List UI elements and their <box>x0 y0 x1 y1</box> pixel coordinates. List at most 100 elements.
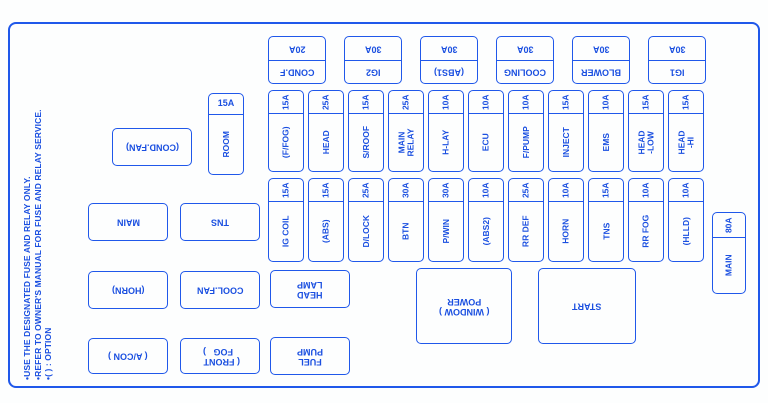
note-line: •REFER TO OWNER'S MANUAL FOR FUSE AND RE… <box>32 109 43 380</box>
fuse[interactable]: 15A HEAD -LOW <box>628 90 664 172</box>
relay-amp: 30A <box>592 44 610 54</box>
fuse[interactable]: 10A HORN <box>548 178 584 262</box>
fuse-name: TNS <box>600 223 611 240</box>
fuse-amp: 10A <box>640 182 651 198</box>
relay-main[interactable]: MAIN <box>88 203 168 241</box>
fuse-amp: 10A <box>480 94 491 110</box>
fuse[interactable]: 15A TNS <box>588 178 624 262</box>
fuse-amp: 25A <box>520 182 531 198</box>
relay-head-lamp[interactable]: HEAD LAMP <box>270 270 350 308</box>
fuse-amp: 30A <box>440 182 451 198</box>
fuse-amp: 25A <box>360 182 371 198</box>
fuse-name: F/PUMP <box>520 126 531 159</box>
fuse[interactable]: 25A MAIN RELAY <box>388 90 424 172</box>
relay-name: BLOWER <box>581 67 621 78</box>
fuse-amp: 10A <box>560 182 571 198</box>
relay-label: FUEL PUMP <box>296 347 323 367</box>
note-line: •( ) : OPTION <box>43 327 53 380</box>
fuse[interactable]: 10A RR FOG <box>628 178 664 262</box>
fuse-name: RR DEF <box>520 215 531 248</box>
relay-amp: 30A <box>668 44 686 54</box>
relay-name: IG2 <box>365 67 381 78</box>
usage-notes: •USE THE DESIGNATED FUSE AND RELAY ONLY.… <box>22 109 54 380</box>
fuse-amp: 15A <box>640 94 651 110</box>
fuse-name: HEAD -LOW <box>636 130 656 155</box>
relay-fuel-pump[interactable]: FUEL PUMP <box>270 337 350 375</box>
relay-label: ( WINDOW ) POWER <box>438 297 490 317</box>
fuse-name: S/ROOF <box>360 126 371 159</box>
relay-label: TNS <box>211 217 229 228</box>
fuse-amp: 80A <box>723 217 734 233</box>
fuse-amp: 25A <box>400 94 411 110</box>
relay-a-con[interactable]: ( A/CON ) <box>88 338 168 374</box>
fuse-name: (ABS2) <box>480 217 491 246</box>
relay-front-fog[interactable]: ( FRONT FOG ) <box>180 338 260 374</box>
relay-cool-fan[interactable]: COOL.FAN <box>180 271 260 309</box>
note-line: •USE THE DESIGNATED FUSE AND RELAY ONLY. <box>22 176 32 380</box>
relay-label: (COND.FAN) <box>125 142 179 153</box>
relay-name: COND.F <box>279 67 315 78</box>
relay-label: ( FRONT FOG ) <box>202 347 240 367</box>
relay-name: COOLING <box>504 67 546 78</box>
relay-tns[interactable]: TNS <box>180 203 260 241</box>
relay-amp: 30A <box>516 44 534 54</box>
fuse[interactable]: 15A(ABS) <box>308 178 344 262</box>
fuse-name: HEAD <box>320 130 331 155</box>
fuse-amp: 10A <box>680 182 691 198</box>
relay-2[interactable]: 30A (ABS1) <box>420 36 478 84</box>
fuse-name: RR FOG <box>640 214 651 249</box>
relay-label: (HORN) <box>111 285 145 296</box>
fuse[interactable]: 10A(HLLD) <box>668 178 704 262</box>
relay-name: (ABS1) <box>433 67 464 78</box>
fuse-name: MAIN RELAY <box>396 128 416 157</box>
fuse[interactable]: 30A BTN <box>388 178 424 262</box>
fuse-name: INJECT <box>560 127 571 158</box>
fuse-name: MAIN <box>723 254 734 277</box>
relay-4[interactable]: 30A BLOWER <box>572 36 630 84</box>
fuse-amp: 15A <box>280 182 291 198</box>
fuse-room[interactable]: 15A ROOM <box>208 93 244 175</box>
fuse-name: ECU <box>480 133 491 152</box>
fuse[interactable]: 10A F/PUMP <box>508 90 544 172</box>
relay-window-power[interactable]: ( WINDOW ) POWER <box>416 268 512 344</box>
relay-start[interactable]: START <box>538 268 636 344</box>
relay-name: IG1 <box>669 67 685 78</box>
fuse-amp: 10A <box>520 94 531 110</box>
fuse-name: BTN <box>400 222 411 241</box>
fuse-name: HEAD -HI <box>676 130 696 155</box>
fuse[interactable]: 10A(ABS2) <box>468 178 504 262</box>
fuse[interactable]: 15A INJECT <box>548 90 584 172</box>
fuse-name: HORN <box>560 218 571 245</box>
fuse-amp: 30A <box>400 182 411 198</box>
fuse[interactable]: 25A RR DEF <box>508 178 544 262</box>
fuse-amp: 15A <box>280 94 291 110</box>
relay-5[interactable]: 30A IG1 <box>648 36 706 84</box>
relay-label: MAIN <box>116 217 140 228</box>
fuse[interactable]: 15A (F/FOG) <box>268 90 304 172</box>
relay-3[interactable]: 30A COOLING <box>496 36 554 84</box>
fuse-amp: 15A <box>600 182 611 198</box>
relay-label: ( A/CON ) <box>108 351 148 362</box>
fuse-box-outline <box>8 22 760 388</box>
fuse-name: (F/FOG) <box>280 126 291 159</box>
fuse-name: (ABS) <box>320 219 331 244</box>
fuse-amp: 15A <box>560 94 571 110</box>
relay-cond-fan[interactable]: (COND.FAN) <box>112 128 192 166</box>
fuse-main-80a[interactable]: 80A MAIN <box>712 212 746 294</box>
fuse-amp: 10A <box>600 94 611 110</box>
fuse[interactable]: 10A ECU <box>468 90 504 172</box>
relay-horn[interactable]: (HORN) <box>88 271 168 309</box>
fuse-amp: 15A <box>217 98 235 109</box>
relay-amp: 30A <box>440 44 458 54</box>
fuse[interactable]: 15A HEAD -HI <box>668 90 704 172</box>
fuse-amp: 15A <box>680 94 691 110</box>
